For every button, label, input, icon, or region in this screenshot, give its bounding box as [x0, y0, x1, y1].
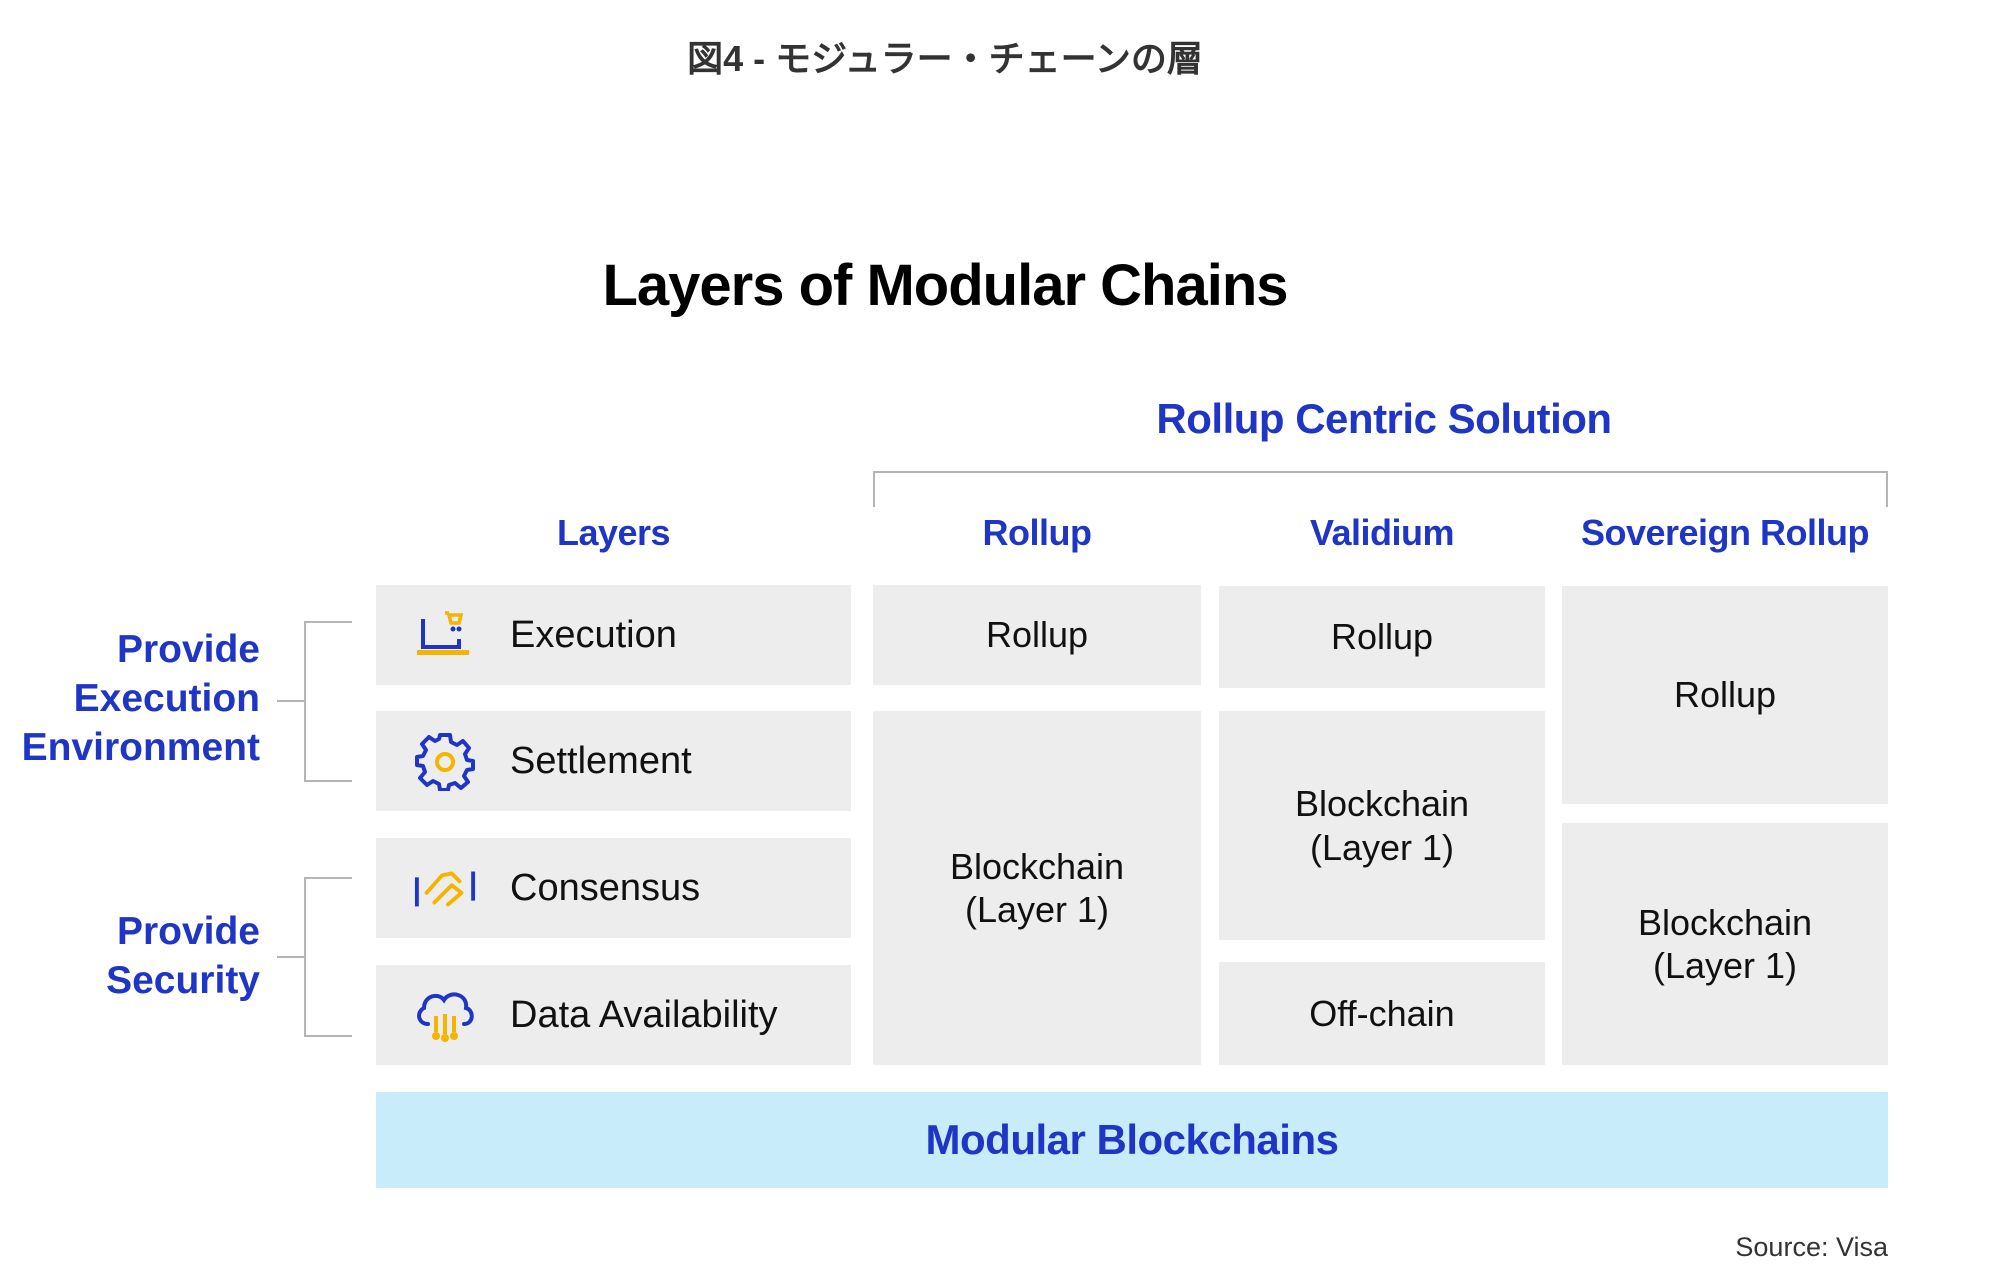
figure-label: 図4 - モジュラー・チェーンの層 — [687, 38, 1203, 79]
side-bracket-tick — [277, 700, 304, 702]
layer-row-settlement: Settlement — [376, 711, 851, 811]
validium-col-bottom-cell: Off-chain — [1219, 962, 1545, 1065]
layer-label-execution: Execution — [510, 613, 677, 656]
layer-label-settlement: Settlement — [510, 739, 692, 782]
side-label-line: Environment — [21, 726, 260, 769]
cell-text-line: (Layer 1) — [1652, 945, 1798, 986]
side-label-line: Execution — [73, 677, 260, 720]
layer-row-consensus: Consensus — [376, 838, 851, 938]
cell-text-block: Blockchain (Layer 1) — [950, 845, 1124, 931]
cell-text-block: Blockchain (Layer 1) — [1295, 782, 1469, 868]
cell-text-line: (Layer 1) — [964, 889, 1110, 930]
cell-text: Rollup — [1673, 674, 1777, 716]
validium-col-middle-cell: Blockchain (Layer 1) — [1219, 711, 1545, 940]
cell-text-block: Blockchain (Layer 1) — [1638, 901, 1812, 987]
validium-col-top-cell: Rollup — [1219, 586, 1545, 688]
side-bracket-execution — [304, 621, 352, 782]
sovereign-col-top-cell: Rollup — [1562, 586, 1888, 804]
layer-label-data-availability: Data Availability — [510, 993, 778, 1036]
handshake-icon — [413, 856, 477, 920]
cell-text: Rollup — [985, 614, 1089, 656]
cell-text: Off-chain — [1309, 992, 1455, 1034]
layer-row-data-availability: Data Availability — [376, 965, 851, 1065]
bar-label: Modular Blockchains — [925, 1116, 1339, 1163]
column-header-sovereign: Sovereign Rollup — [1580, 512, 1870, 553]
cell-text: Rollup — [1330, 616, 1434, 658]
side-label-line: Provide — [116, 910, 260, 953]
gear-icon — [413, 729, 477, 793]
source-note: Source: Visa — [1735, 1232, 1888, 1262]
cell-text-line: Blockchain — [1294, 783, 1470, 825]
column-header-layers: Layers — [556, 512, 671, 553]
rollup-col-bottom-cell: Blockchain (Layer 1) — [873, 711, 1201, 1065]
laptop-icon — [413, 603, 477, 667]
side-label-security: Provide Security — [0, 907, 260, 1005]
side-label-execution-environment: Provide Execution Environment — [0, 625, 260, 772]
column-header-validium: Validium — [1309, 512, 1455, 553]
diagram-title: Layers of Modular Chains — [602, 253, 1288, 318]
modular-blockchains-bar: Modular Blockchains — [376, 1092, 1888, 1188]
sovereign-col-bottom-cell: Blockchain (Layer 1) — [1562, 823, 1888, 1065]
side-label-line: Security — [106, 959, 260, 1002]
cell-text-line: Blockchain — [949, 845, 1125, 887]
rollup-col-top-cell: Rollup — [873, 585, 1201, 685]
side-bracket-security — [304, 877, 352, 1037]
side-label-line: Provide — [116, 628, 260, 671]
group-bracket — [873, 471, 1888, 507]
cell-text-line: (Layer 1) — [1309, 826, 1455, 868]
layer-row-execution: Execution — [376, 585, 851, 685]
cloud-network-icon — [413, 983, 477, 1047]
layer-label-consensus: Consensus — [510, 866, 701, 909]
cell-text-line: Blockchain — [1637, 901, 1813, 943]
column-header-rollup: Rollup — [982, 512, 1092, 553]
group-title: Rollup Centric Solution — [1156, 395, 1612, 442]
side-bracket-tick — [277, 956, 304, 958]
